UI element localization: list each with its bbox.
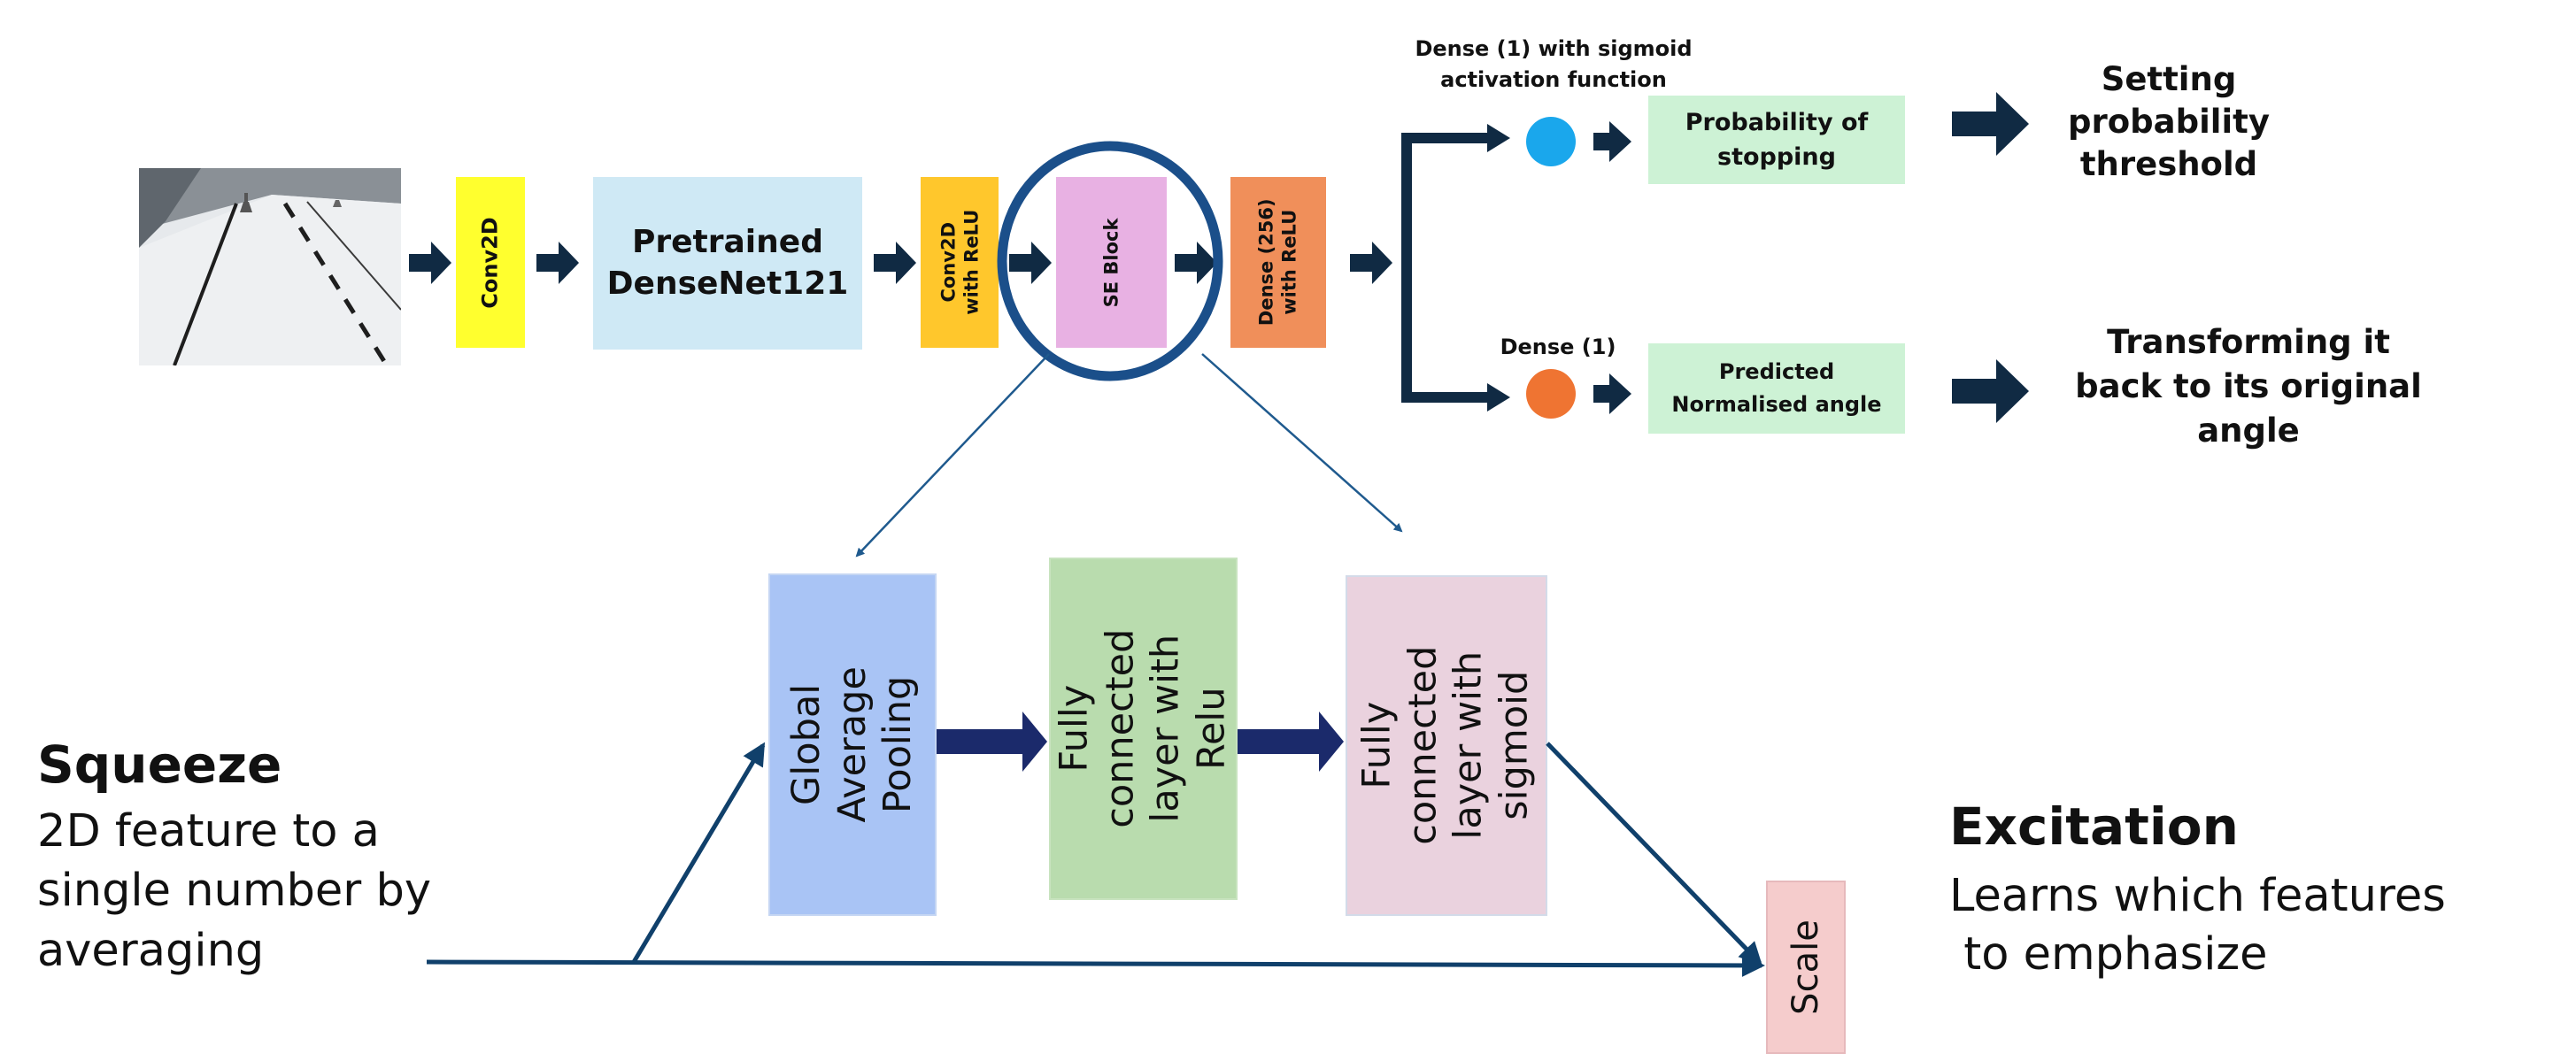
zoom-arrow-left xyxy=(855,353,1050,558)
probability-label: Probability of stopping xyxy=(1685,108,1869,171)
arrow-fc-relu-to-fc-sigmoid xyxy=(1238,712,1344,772)
arrow-dense1-dot-to-angle xyxy=(1593,373,1631,414)
gap-box: Global Average Pooling xyxy=(768,573,937,916)
branch-bracket xyxy=(1401,124,1510,412)
scale-box: Scale xyxy=(1766,881,1846,1054)
scale-label: Scale xyxy=(1785,919,1826,1015)
angle-outcome-text: Transforming it back to its original ang… xyxy=(2075,323,2422,450)
se-block-box: SE Block xyxy=(1056,177,1167,348)
arrow-sigmoid-dot-to-prob xyxy=(1593,121,1631,162)
arrow-prob-to-outcome xyxy=(1952,92,2029,156)
probability-box: Probability of stopping xyxy=(1648,96,1905,184)
arrow-fc-sigmoid-to-scale xyxy=(1546,742,1762,966)
arrow-dense256-to-branch xyxy=(1350,242,1392,284)
fc-relu-label: Fully connected layer with Relu xyxy=(1052,628,1234,829)
angle-label: Predicted Normalised angle xyxy=(1671,358,1882,417)
conv2d-box: Conv2D xyxy=(456,177,525,348)
sigmoid-output-dot xyxy=(1526,117,1576,166)
skip-connection-line xyxy=(426,953,1765,977)
input-image xyxy=(139,168,401,365)
arrow-densenet-to-conv2d-relu xyxy=(874,242,916,284)
fc-relu-box: Fully connected layer with Relu xyxy=(1049,558,1238,900)
dense1-head-label: Dense (1) xyxy=(1500,335,1616,359)
track-scene-illustration xyxy=(139,168,401,365)
angle-box: Predicted Normalised angle xyxy=(1648,343,1905,434)
densenet-box: Pretrained DenseNet121 xyxy=(593,177,862,350)
arrow-to-gap xyxy=(631,742,766,964)
excitation-description: Learns which features to emphasize xyxy=(1949,870,2446,981)
arrow-conv2d-relu-to-se-block xyxy=(1009,242,1052,284)
squeeze-description: 2D feature to a single number by averagi… xyxy=(37,805,432,977)
squeeze-title: Squeeze xyxy=(37,735,282,795)
gap-label: Global Average Pooling xyxy=(783,666,920,823)
densenet-label: Pretrained DenseNet121 xyxy=(606,223,849,302)
fc-sigmoid-box: Fully connected layer with sigmoid xyxy=(1346,575,1547,916)
conv2d-relu-box: Conv2D with ReLU xyxy=(921,177,999,348)
fc-sigmoid-label: Fully connected layer with sigmoid xyxy=(1354,645,1537,846)
dense256-box: Dense (256) with ReLU xyxy=(1230,177,1326,348)
sigmoid-head-label: Dense (1) with sigmoid activation functi… xyxy=(1415,36,1693,92)
zoom-arrow-right xyxy=(1201,353,1403,533)
arrow-se-block-to-dense256 xyxy=(1175,242,1217,284)
excitation-title: Excitation xyxy=(1949,796,2239,857)
dense256-label: Dense (256) with ReLU xyxy=(1255,198,1300,327)
prob-outcome-text: Setting probability threshold xyxy=(2068,60,2270,184)
arrow-photo-to-conv2d xyxy=(409,242,451,284)
dense1-output-dot xyxy=(1526,369,1576,419)
arrow-gap-to-fc-relu xyxy=(937,712,1047,772)
se-block-label: SE Block xyxy=(1100,218,1122,307)
conv2d-label: Conv2D xyxy=(478,216,504,309)
arrow-conv2d-to-densenet xyxy=(536,242,579,284)
arrow-angle-to-outcome xyxy=(1952,359,2029,423)
conv2d-relu-label: Conv2D with ReLU xyxy=(937,210,982,315)
